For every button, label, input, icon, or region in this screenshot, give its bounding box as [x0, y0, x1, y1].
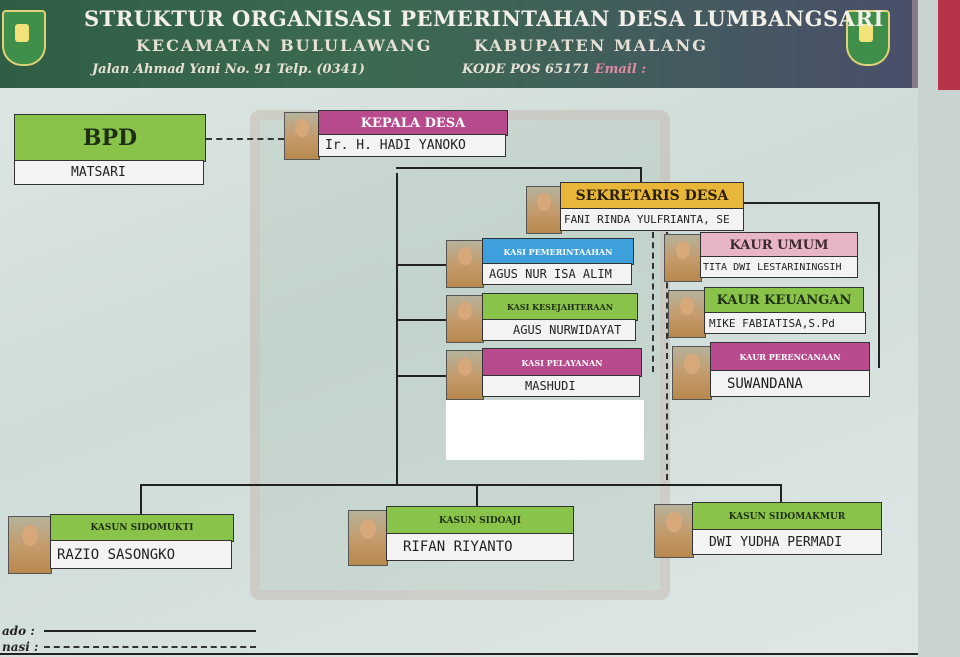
kaur-bracket-side: [878, 202, 880, 368]
frame-edge: [918, 0, 960, 657]
kaur-perencanaan-photo: [672, 346, 712, 400]
bpd-dashed-link: [206, 138, 284, 140]
kasun-sidoaji-photo: [348, 510, 388, 566]
kasun1-drop: [140, 484, 142, 514]
kasun-sidomakmur-role: KASUN SIDOMAKMUR: [692, 502, 882, 531]
kasi-kesejahteraan-name: AGUS NURWIDAYAT: [482, 319, 636, 341]
sekdes-branch-line: [396, 167, 642, 169]
kabupaten-text: KABUPATEN MALANG: [474, 36, 708, 55]
kasi1-link: [396, 264, 446, 266]
kasi-pemerintahan-photo: [446, 240, 484, 288]
kaur-umum-photo: [664, 234, 702, 282]
sekretaris-role: SEKRETARIS DESA: [560, 182, 744, 210]
regency-logo-right: [846, 10, 890, 66]
kasun-bar: [140, 484, 782, 486]
main-trunk-line: [396, 173, 398, 485]
kasun-sidoaji-name: RIFAN RIYANTO: [386, 533, 574, 561]
kepala-desa-role: KEPALA DESA: [318, 110, 508, 136]
sekretaris-name: FANI RINDA YULFRIANTA, SE: [560, 208, 744, 231]
kepala-desa-photo: [284, 112, 320, 160]
kasun3-drop: [780, 484, 782, 504]
kasi-kesejahteraan-photo: [446, 295, 484, 343]
kasi2-link: [396, 319, 446, 321]
email-label: Email :: [594, 62, 647, 77]
kasi-pemerintahan-name: AGUS NUR ISA ALIM: [482, 263, 632, 285]
kaur-keuangan-role: KAUR KEUANGAN: [704, 287, 864, 314]
kepala-desa-name: Ir. H. HADI YANOKO: [318, 134, 506, 157]
kaur-keuangan-name: MIKE FABIATISA,S.Pd: [704, 312, 866, 334]
kodepos-value: KODE POS 65171: [462, 62, 591, 77]
kasi-kesejahteraan-role: KASI KESEJAHTERAAN: [482, 293, 638, 321]
bpd-role: BPD: [14, 114, 206, 162]
bpd-name: MATSARI: [14, 160, 204, 185]
footer-line-1: [44, 630, 256, 632]
sekretaris-photo: [526, 186, 562, 234]
regency-logo-left: [2, 10, 46, 66]
footer-label-1: ado :: [2, 624, 35, 638]
kaur-umum-role: KAUR UMUM: [700, 232, 858, 258]
address-text: Jalan Ahmad Yani No. 91 Telp. (0341): [92, 62, 365, 77]
banner-title: STRUKTUR ORGANISASI PEMERINTAHAN DESA LU…: [84, 6, 884, 31]
kaur-bracket-top: [744, 202, 878, 204]
blank-placeholder: [446, 400, 644, 460]
frame-edge-red: [938, 0, 960, 90]
kasun2-drop: [476, 484, 478, 506]
kodepos-text: KODE POS 65171 Email :: [462, 62, 646, 77]
kasi-pelayanan-name: MASHUDI: [482, 375, 640, 397]
kasun-sidoaji-role: KASUN SIDOAJI: [386, 506, 574, 535]
kasi3-link: [396, 375, 446, 377]
kasun-sidomukti-name: RAZIO SASONGKO: [50, 540, 232, 569]
kasi-pemerintahan-role: KASI PEMERINTAAHAN: [482, 238, 634, 265]
kasi-pelayanan-role: KASI PELAYANAN: [482, 348, 642, 377]
kasun-sidomukti-role: KASUN SIDOMUKTI: [50, 514, 234, 542]
kasi-pelayanan-photo: [446, 350, 484, 400]
kaur-keuangan-photo: [668, 290, 706, 338]
kasun-sidomukti-photo: [8, 516, 52, 574]
kasi-dashed-coord: [652, 232, 654, 372]
kaur-perencanaan-name: SUWANDANA: [710, 370, 870, 397]
kasun-sidomakmur-name: DWI YUDHA PERMADI: [692, 529, 882, 555]
footer-label-2: nasi :: [2, 640, 39, 654]
frame-bottom-line: [0, 653, 918, 655]
sekdes-drop-line: [640, 167, 642, 189]
kaur-umum-name: TITA DWI LESTARININGSIH: [700, 256, 858, 278]
kecamatan-text: KECAMATAN BULULAWANG: [136, 36, 433, 55]
footer-line-2: [44, 646, 256, 648]
kaur-dashed-coord: [666, 232, 668, 480]
kasun-sidomakmur-photo: [654, 504, 694, 558]
banner-header: STRUKTUR ORGANISASI PEMERINTAHAN DESA LU…: [0, 0, 918, 88]
kaur-perencanaan-role: KAUR PERENCANAAN: [710, 342, 870, 372]
